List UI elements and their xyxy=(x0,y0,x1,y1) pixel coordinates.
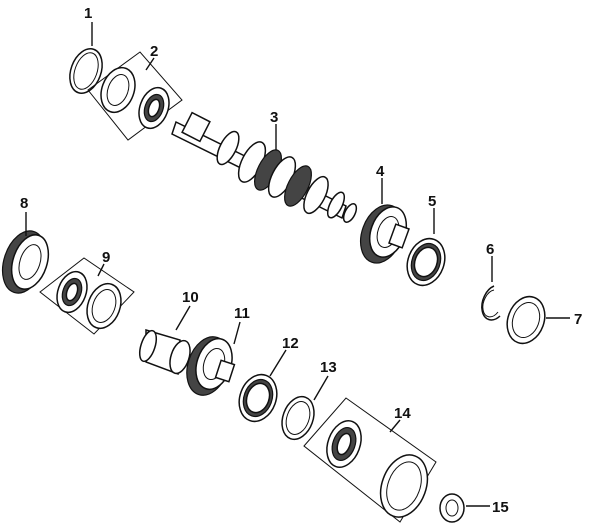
callout-14: 14 xyxy=(394,405,411,422)
callout-15: 15 xyxy=(492,499,509,516)
part-12-synchro-ring xyxy=(238,373,278,423)
callout-13: 13 xyxy=(320,359,337,376)
part-7-ring xyxy=(506,295,546,345)
part-9-bearing-kit xyxy=(39,257,135,335)
callout-4: 4 xyxy=(376,163,385,180)
part-6-snap-ring xyxy=(481,285,501,321)
part-5-synchro-ring xyxy=(406,237,446,287)
part-1-snap-ring xyxy=(69,48,103,94)
callout-3: 3 xyxy=(270,109,278,126)
callout-8: 8 xyxy=(20,195,28,212)
callout-9: 9 xyxy=(102,249,110,266)
callout-1: 1 xyxy=(84,5,92,22)
callout-6: 6 xyxy=(486,241,494,258)
part-10-sleeve xyxy=(138,328,191,376)
callout-11: 11 xyxy=(234,305,250,322)
part-4-gear xyxy=(359,204,410,264)
callout-12: 12 xyxy=(282,335,299,352)
part-8-bearing xyxy=(1,230,50,294)
callout-7: 7 xyxy=(574,311,582,328)
callout-2: 2 xyxy=(150,43,158,60)
part-14-bearing-kit xyxy=(303,397,437,523)
part-15-nut xyxy=(439,493,465,523)
part-11-gear xyxy=(186,336,236,396)
part-2-bearing-kit xyxy=(87,51,183,141)
callout-5: 5 xyxy=(428,193,436,210)
leader-lines xyxy=(25,22,570,507)
callout-labels: 1 2 3 4 5 6 7 8 9 10 11 12 13 14 15 xyxy=(20,5,582,516)
part-3-shaft xyxy=(171,111,358,223)
part-13-ring xyxy=(281,395,315,441)
callout-10: 10 xyxy=(182,289,199,306)
